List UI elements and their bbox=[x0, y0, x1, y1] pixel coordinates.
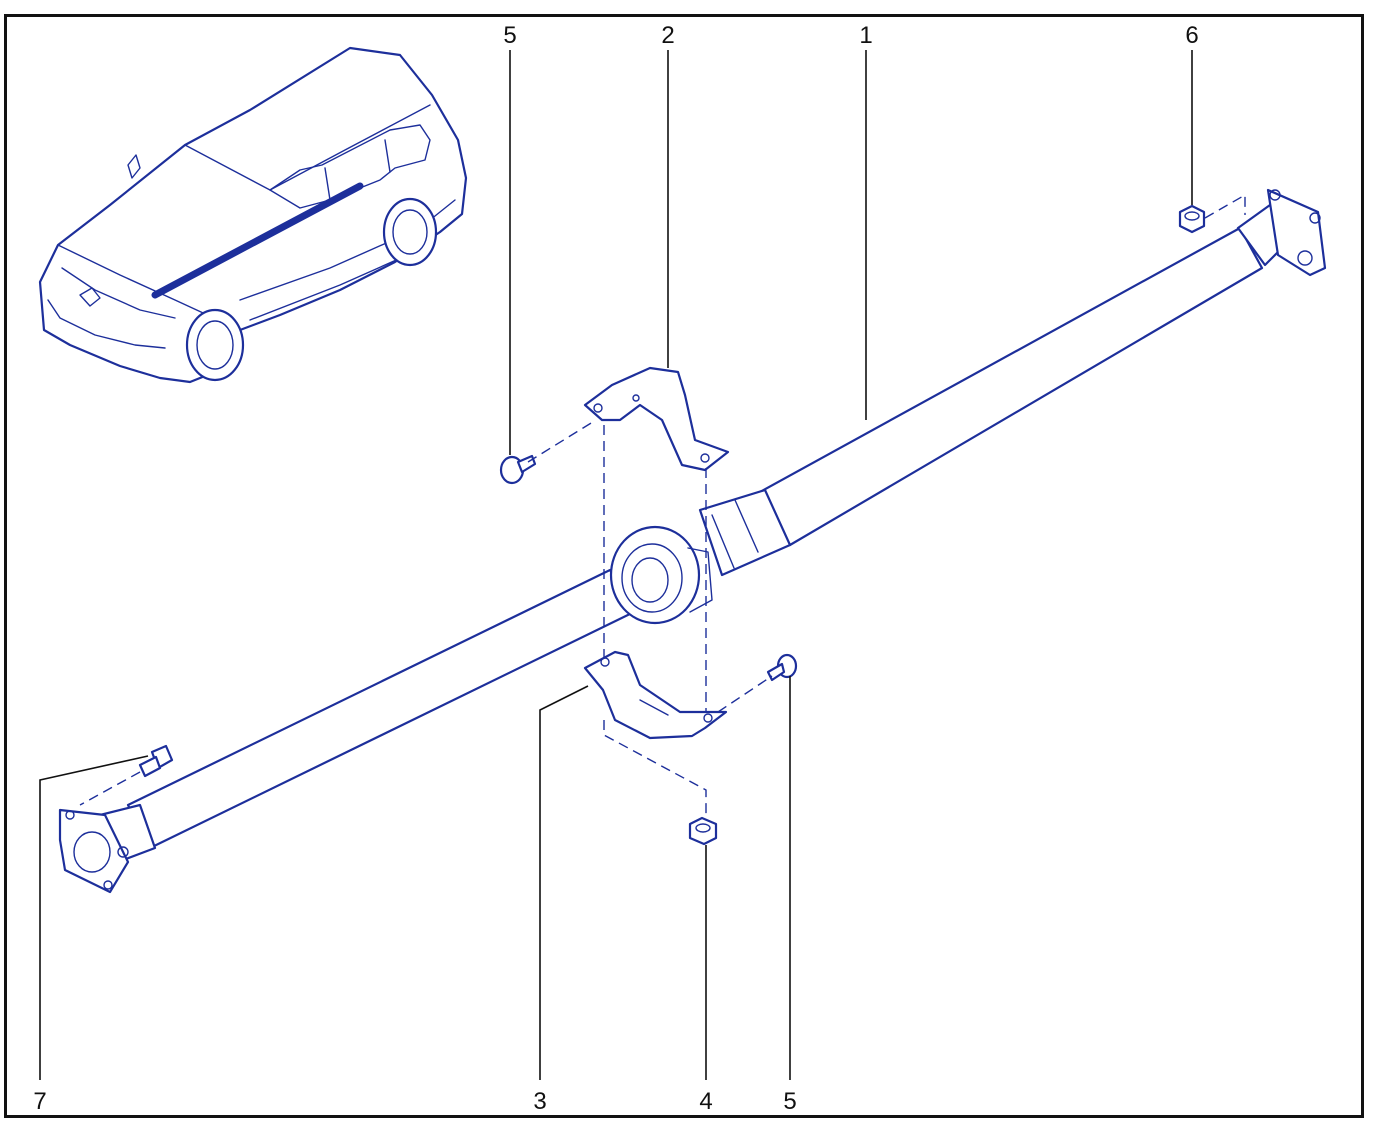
bolt-upper bbox=[499, 454, 537, 485]
vehicle-illustration bbox=[38, 46, 468, 384]
callout-7: 7 bbox=[33, 1088, 47, 1115]
callout-5-upper: 5 bbox=[503, 22, 517, 49]
bolt-front bbox=[138, 744, 174, 778]
assembly-guide-lines bbox=[79, 193, 1246, 815]
callout-2: 2 bbox=[661, 22, 675, 49]
callout-4: 4 bbox=[699, 1088, 713, 1115]
nut-rear bbox=[1178, 204, 1206, 234]
front-flange-joint bbox=[58, 803, 157, 894]
lower-bracket bbox=[583, 650, 728, 740]
driveshaft-assembly bbox=[58, 188, 1327, 894]
callout-6: 6 bbox=[1185, 22, 1199, 49]
callout-5-lower: 5 bbox=[783, 1088, 797, 1115]
callout-3: 3 bbox=[533, 1088, 547, 1115]
upper-bracket bbox=[583, 366, 730, 472]
callout-leaders bbox=[39, 50, 1193, 1080]
callout-1: 1 bbox=[859, 22, 873, 49]
nut-center bbox=[688, 816, 718, 846]
rear-flange-joint bbox=[1236, 188, 1327, 277]
bolt-lower bbox=[766, 653, 798, 682]
